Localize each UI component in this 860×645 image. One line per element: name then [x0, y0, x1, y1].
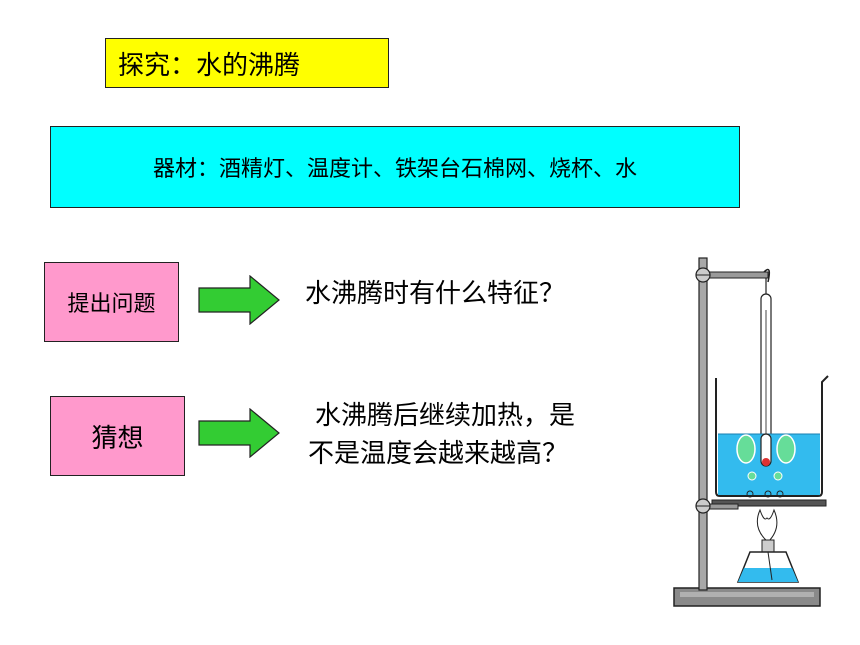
guess-text-line-2: 不是温度会越来越高？ [308, 439, 569, 469]
guess-box: 猜想 [50, 396, 185, 476]
ask-question-label: 提出问题 [67, 292, 156, 317]
materials-text: 器材：酒精灯、温度计、铁架台石棉网、烧杯、水 [152, 157, 637, 182]
question-text: 水沸腾时有什么特征？ [305, 279, 566, 309]
ask-question-box: 提出问题 [44, 262, 179, 342]
right-arrow-icon [198, 275, 280, 325]
right-arrow-icon [198, 408, 280, 458]
guess-text-line-1: 水沸腾后继续加热，是 [315, 401, 576, 431]
page-title: 探究：水的沸腾 [118, 50, 301, 81]
materials-box: 器材：酒精灯、温度计、铁架台石棉网、烧杯、水 [50, 126, 740, 208]
title-box: 探究：水的沸腾 [105, 38, 389, 88]
guess-label: 猜想 [91, 423, 144, 454]
boiling-water-apparatus-icon [673, 257, 829, 607]
